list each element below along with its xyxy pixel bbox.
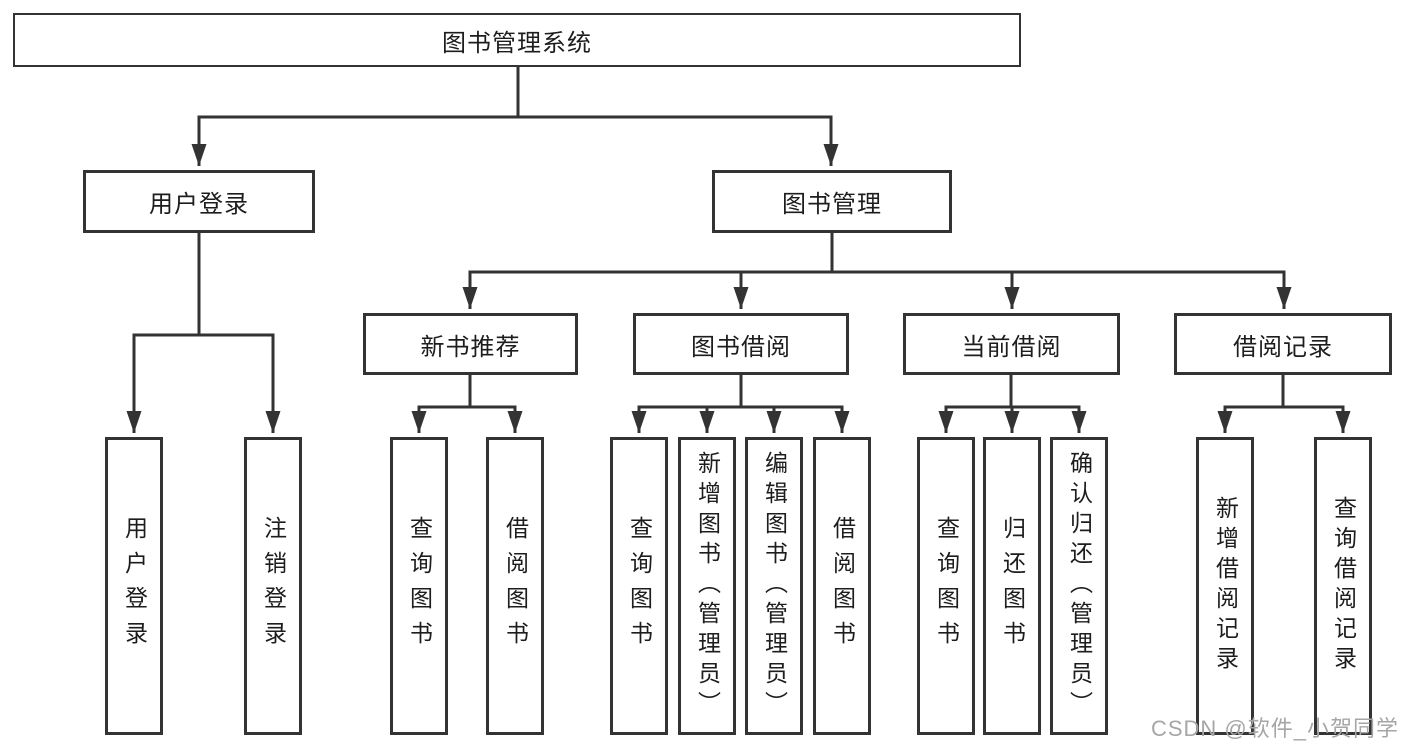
- node-leaf-logout-label: 注销登录: [260, 516, 287, 656]
- node-borrowing-records-label: 借阅记录: [1233, 333, 1333, 361]
- node-borrowing-records: 借阅记录: [1174, 313, 1392, 375]
- node-leaf-borrowing-query-books: 查询图书: [610, 437, 668, 735]
- node-leaf-borrowing-query-books-label: 查询图书: [626, 516, 653, 656]
- node-leaf-query-borrow-record: 查询借阅记录: [1314, 437, 1372, 735]
- node-leaf-add-books-admin: 新增图书（管理员）: [678, 437, 736, 735]
- node-book-management-label: 图书管理: [782, 191, 882, 218]
- node-leaf-user-login: 用户登录: [105, 437, 163, 735]
- node-leaf-current-query-books: 查询图书: [917, 437, 975, 735]
- node-current-borrowing-label: 当前借阅: [961, 333, 1062, 361]
- node-leaf-add-borrow-record-label: 新增借阅记录: [1212, 496, 1239, 676]
- node-leaf-edit-books-admin-label: 编辑图书（管理员）: [761, 451, 788, 721]
- node-leaf-return-books-label: 归还图书: [999, 516, 1026, 656]
- node-leaf-edit-books-admin: 编辑图书（管理员）: [745, 437, 803, 735]
- node-leaf-logout: 注销登录: [244, 437, 302, 735]
- node-user-login: 用户登录: [83, 170, 315, 233]
- node-root-label: 图书管理系统: [442, 29, 592, 57]
- node-leaf-borrow-books: 借阅图书: [813, 437, 871, 735]
- node-book-management: 图书管理: [712, 170, 952, 233]
- node-root: 图书管理系统: [13, 13, 1021, 67]
- node-leaf-confirm-return-admin-label: 确认归还（管理员）: [1066, 451, 1093, 721]
- connector-arrows: [126, 117, 1351, 433]
- node-new-book-recommendation: 新书推荐: [363, 313, 578, 375]
- node-leaf-query-borrow-record-label: 查询借阅记录: [1330, 496, 1357, 676]
- node-book-borrowing: 图书借阅: [633, 313, 849, 375]
- node-leaf-recommend-query-books: 查询图书: [390, 437, 448, 735]
- node-leaf-recommend-borrow-books: 借阅图书: [486, 437, 544, 735]
- connector-trunks: [132, 65, 1345, 409]
- node-leaf-confirm-return-admin: 确认归还（管理员）: [1050, 437, 1108, 735]
- node-leaf-return-books: 归还图书: [983, 437, 1041, 735]
- node-book-borrowing-label: 图书借阅: [691, 333, 791, 361]
- node-leaf-borrow-books-label: 借阅图书: [829, 516, 856, 656]
- node-current-borrowing: 当前借阅: [903, 313, 1120, 375]
- node-leaf-current-query-books-label: 查询图书: [933, 516, 960, 656]
- node-leaf-recommend-query-books-label: 查询图书: [406, 516, 433, 656]
- node-leaf-add-borrow-record: 新增借阅记录: [1196, 437, 1254, 735]
- node-leaf-add-books-admin-label: 新增图书（管理员）: [694, 451, 721, 721]
- csdn-watermark: CSDN @软件_小贺同学: [1150, 716, 1399, 741]
- node-leaf-recommend-borrow-books-label: 借阅图书: [502, 516, 529, 656]
- node-leaf-user-login-label: 用户登录: [121, 516, 148, 656]
- node-new-book-recommendation-label: 新书推荐: [420, 333, 521, 361]
- node-user-login-label: 用户登录: [149, 191, 249, 218]
